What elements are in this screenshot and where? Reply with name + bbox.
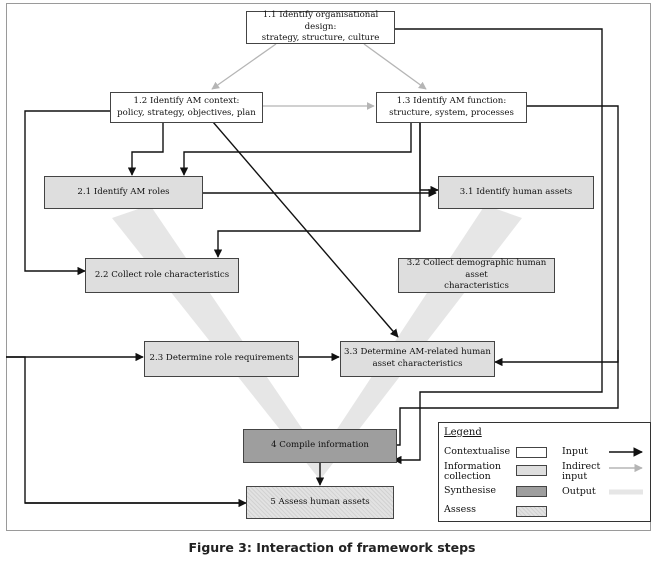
step-3-2-box: 3.2 Collect demographic human asset char… xyxy=(398,258,555,293)
legend-contextualise-label: Contextualise xyxy=(444,446,511,457)
step-1-2-box: 1.2 Identify AM context: policy, strateg… xyxy=(110,92,263,123)
step-2-2-box: 2.2 Collect role characteristics xyxy=(85,258,239,293)
step-2-1-box: 2.1 Identify AM roles xyxy=(44,176,203,209)
step-3-3-box: 3.3 Determine AM-related human asset cha… xyxy=(340,341,495,377)
input-arrows xyxy=(6,28,619,508)
step-5-box: 5 Assess human assets xyxy=(246,486,394,519)
figure-caption: Figure 3: Interaction of framework steps xyxy=(188,540,476,555)
legend-information-collection-swatch xyxy=(516,465,547,476)
legend-synthesise-label: Synthesise xyxy=(444,485,496,496)
step-1-1-box: 1.1 Identify organisational design: stra… xyxy=(246,10,395,44)
legend-information-collection-label: Information collection xyxy=(444,461,502,482)
step-4-box: 4 Compile information xyxy=(243,429,397,463)
legend-input-label: Input xyxy=(562,446,588,457)
legend-output-label: Output xyxy=(562,486,596,497)
legend-contextualise-swatch xyxy=(516,447,547,458)
step-1-3-box: 1.3 Identify AM function: structure, sys… xyxy=(376,92,527,123)
legend-assess-label: Assess xyxy=(444,504,476,515)
legend-synthesise-swatch xyxy=(516,486,547,497)
step-2-3-box: 2.3 Determine role requirements xyxy=(144,341,299,377)
step-3-1-box: 3.1 Identify human assets xyxy=(438,176,594,209)
legend-indirect-input-label: Indirect input xyxy=(562,461,601,482)
legend-title: Legend xyxy=(444,427,482,438)
legend: Legend Contextualise Information collect… xyxy=(438,422,651,522)
legend-arrow-samples xyxy=(609,447,643,495)
indirect-input-arrows xyxy=(211,43,427,110)
legend-assess-swatch xyxy=(516,506,547,517)
